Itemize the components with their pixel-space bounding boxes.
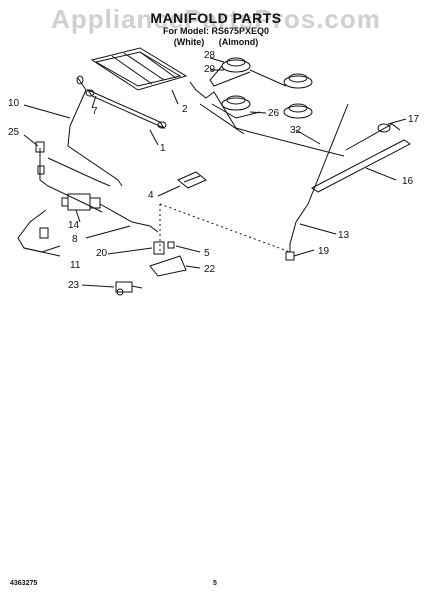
pipe-13-fitting bbox=[285, 251, 295, 261]
callout-14: 14 bbox=[68, 220, 80, 231]
valve-assembly bbox=[61, 193, 159, 233]
callout-16: 16 bbox=[402, 176, 414, 187]
callout-29: 29 bbox=[204, 64, 216, 75]
callout-20: 20 bbox=[96, 248, 108, 259]
manifold-tube bbox=[85, 88, 167, 130]
variant-labels: (White) (Almond) bbox=[0, 37, 432, 47]
callout-8: 8 bbox=[72, 234, 78, 245]
callout-22: 22 bbox=[204, 264, 216, 275]
pipe-13 bbox=[289, 103, 349, 252]
callout-19: 19 bbox=[318, 246, 330, 257]
callout-17: 17 bbox=[408, 114, 420, 125]
leader-lines bbox=[23, 57, 407, 288]
orifice-fitting bbox=[115, 281, 143, 296]
callout-25: 25 bbox=[8, 127, 20, 138]
callout-23: 23 bbox=[68, 280, 80, 291]
callout-28: 28 bbox=[204, 50, 216, 61]
document-number: 4363275 bbox=[10, 580, 38, 587]
variant-white: (White) bbox=[173, 37, 205, 47]
callout-13: 13 bbox=[338, 230, 350, 241]
pipe-10 bbox=[67, 77, 123, 187]
burner-base-tray bbox=[90, 47, 188, 91]
manifold-rail bbox=[311, 123, 411, 193]
callout-10: 10 bbox=[8, 98, 20, 109]
burner-front bbox=[209, 57, 251, 87]
page-number: 5 bbox=[213, 580, 217, 587]
pipe-11-fitting bbox=[39, 227, 49, 239]
pipe-11 bbox=[17, 209, 61, 253]
callout-4: 4 bbox=[148, 190, 154, 201]
page-title: MANIFOLD PARTS bbox=[150, 10, 282, 26]
callout-11: 11 bbox=[70, 260, 81, 271]
burner-lower-right bbox=[283, 103, 313, 119]
callout-7: 7 bbox=[92, 106, 98, 117]
callout-labels: 28 29 7 2 26 32 17 1 10 25 16 4 14 8 13 20 5 19 11 22 23 bbox=[8, 50, 420, 291]
callout-26: 26 bbox=[268, 108, 280, 119]
burner-lower-left bbox=[211, 95, 261, 119]
variant-almond: (Almond) bbox=[218, 37, 259, 47]
pipe-10-fitting bbox=[76, 75, 84, 85]
callout-2: 2 bbox=[182, 104, 188, 115]
bracket bbox=[177, 171, 207, 189]
callout-5: 5 bbox=[204, 248, 210, 259]
callout-1: 1 bbox=[160, 143, 166, 154]
regulator bbox=[149, 241, 187, 277]
pipe-25 bbox=[35, 141, 111, 213]
callout-32: 32 bbox=[290, 125, 302, 136]
model-subtitle: For Model: RS675PXEQ0 bbox=[162, 26, 270, 36]
burner-tubes bbox=[189, 81, 345, 157]
burner-rear bbox=[249, 69, 313, 89]
